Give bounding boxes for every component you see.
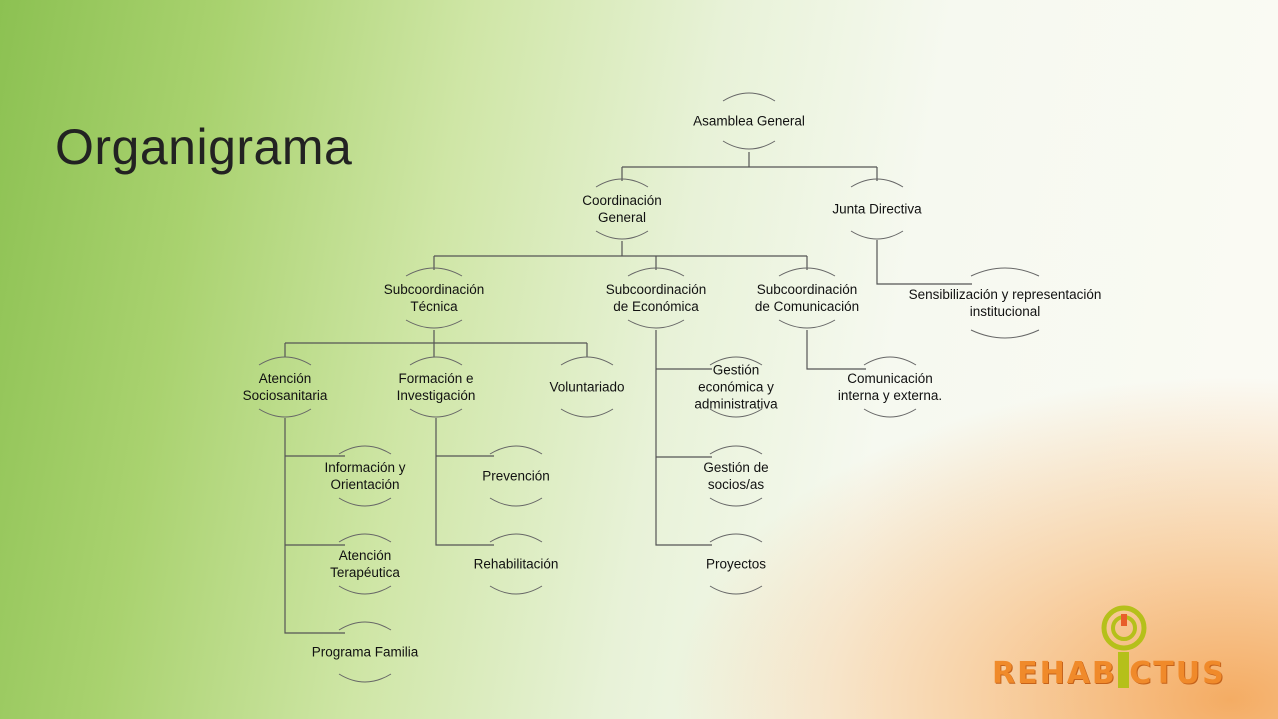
connector-lines [284,152,972,634]
node-label-asamblea: Asamblea General [693,113,805,129]
logo-emblem-icon [1101,605,1147,688]
node-label-proyectos: Proyectos [705,556,767,572]
node-label-voluntariado: Voluntariado [549,379,625,395]
node-label-junta: Junta Directiva [832,201,922,217]
node-label-prevencion: Prevención [482,468,550,484]
slide-title: Organigrama [55,119,353,175]
node-label-rehabilitacion: Rehabilitación [473,556,559,572]
logo-text: REHAB CTUS [992,656,1226,691]
rehabictus-logo: REHAB CTUS [992,600,1232,700]
node-label-programa-familia: Programa Familia [311,644,419,660]
